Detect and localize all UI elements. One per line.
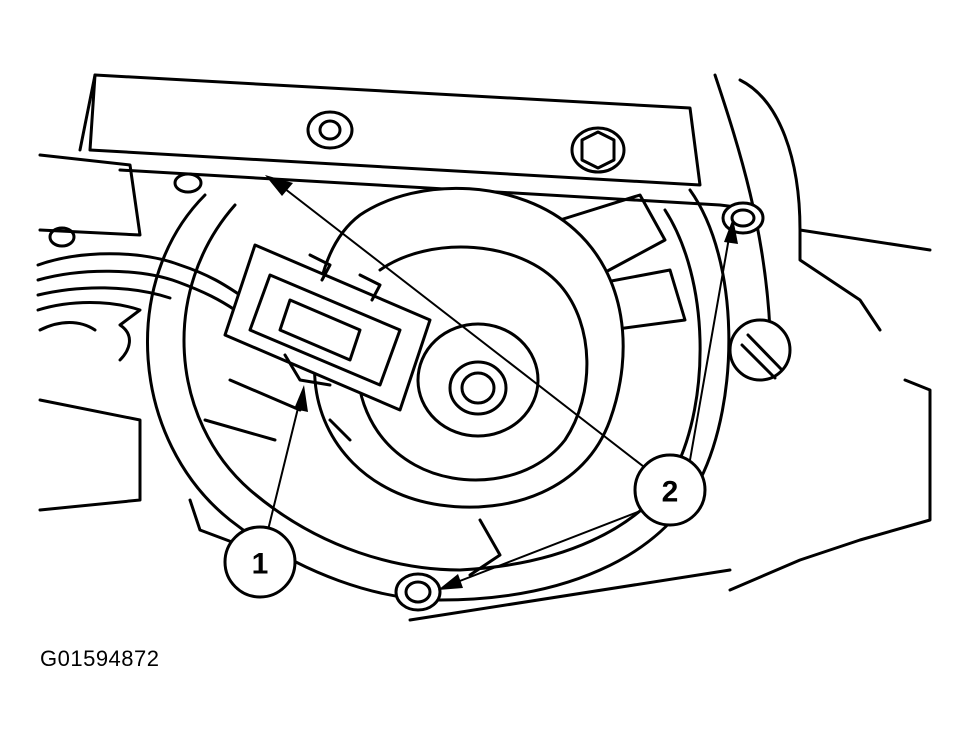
right-housing-panel	[408, 73, 932, 622]
lower-mounting-bolt	[394, 572, 442, 612]
upper-bolt	[570, 126, 626, 174]
right-mounting-bolt	[721, 201, 765, 235]
callout-2-label: 2	[662, 476, 679, 509]
arrow-head-right	[724, 218, 738, 244]
arrow-head-lower	[438, 574, 463, 590]
callout-2: 2	[633, 453, 707, 527]
callout-1-leader	[267, 385, 308, 531]
figure-id: G01594872	[40, 646, 160, 671]
arrow-head-connector	[294, 385, 308, 412]
side-stud	[728, 318, 792, 382]
electrical-connector	[223, 243, 432, 412]
upper-bracket	[78, 73, 702, 187]
mounting-plate	[146, 188, 731, 602]
callout-2-leaders	[265, 175, 738, 590]
callout-1: 1	[223, 525, 297, 599]
callout-1-label: 1	[252, 548, 269, 581]
wiring-harness	[36, 252, 242, 362]
blower-motor	[312, 186, 625, 509]
arrow-head-upper	[265, 175, 293, 196]
